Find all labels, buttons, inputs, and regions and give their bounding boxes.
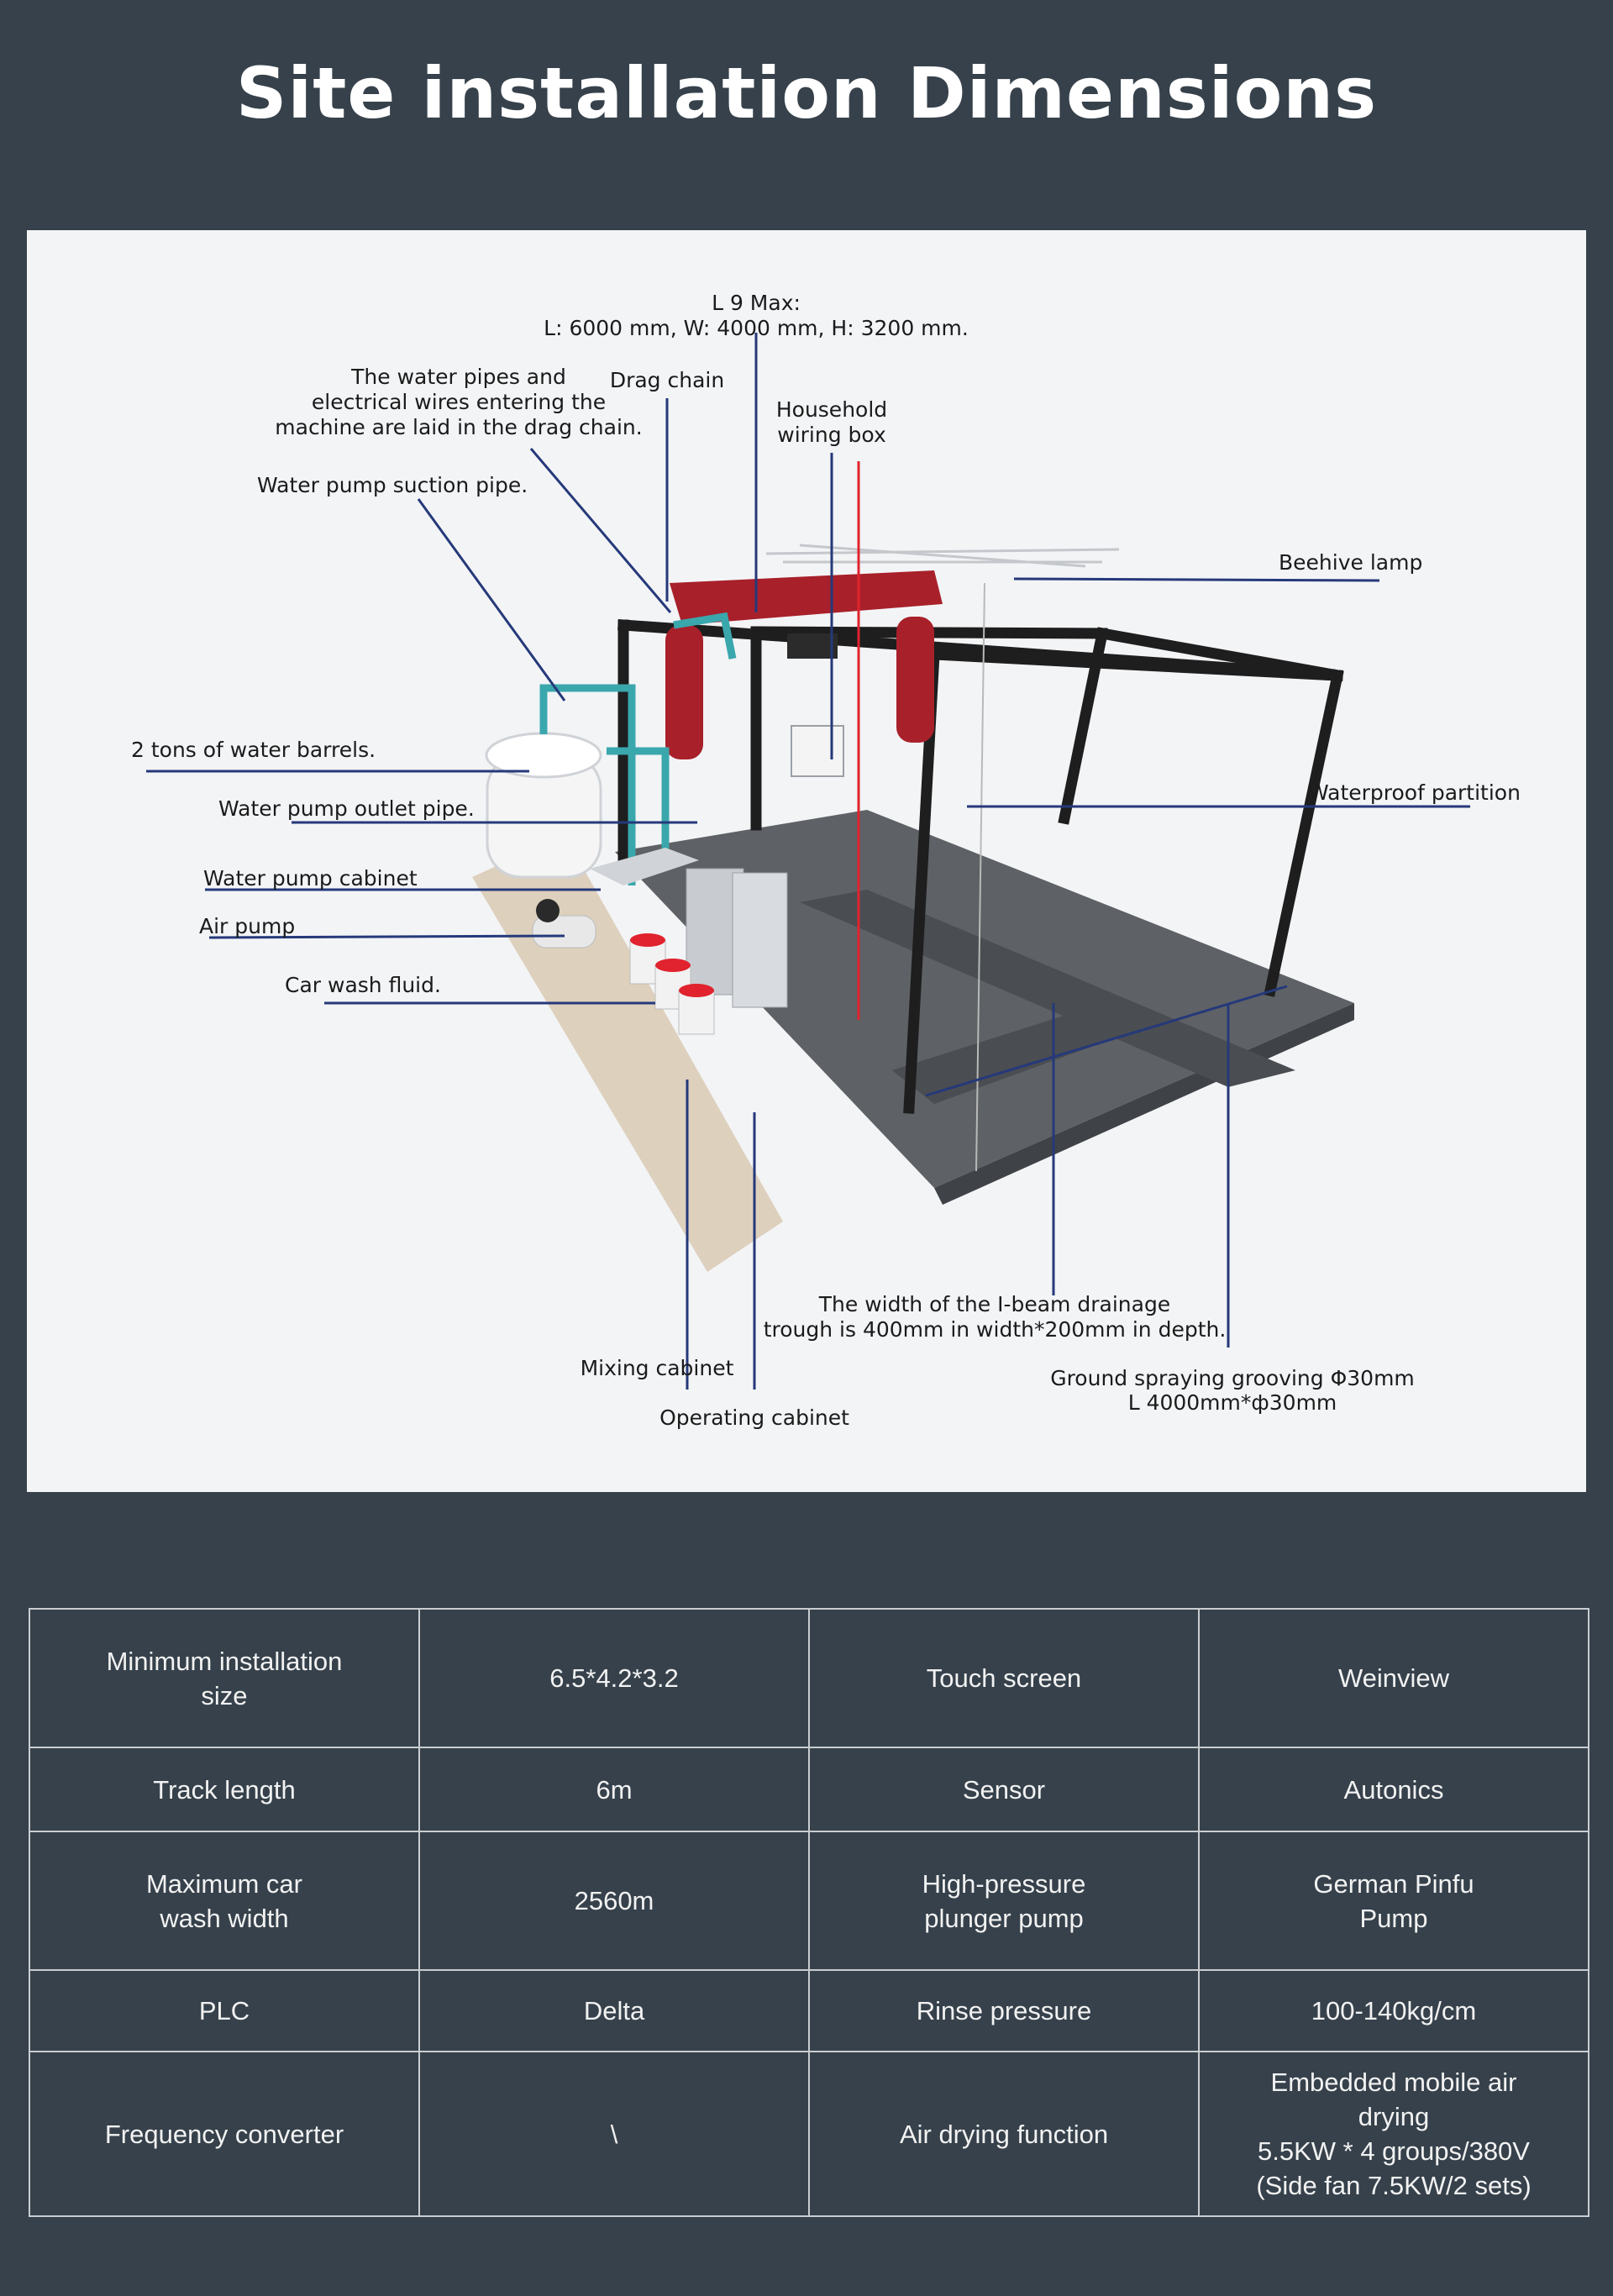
table-row: Maximum car wash width 2560m High-pressu… xyxy=(29,1831,1589,1970)
spec-cell: Sensor xyxy=(809,1747,1199,1831)
spec-cell: Embedded mobile air drying 5.5KW * 4 gro… xyxy=(1199,2052,1589,2216)
label-max-dims-2: L: 6000 mm, W: 4000 mm, H: 3200 mm. xyxy=(544,316,969,340)
water-barrel xyxy=(486,733,601,877)
label-outlet-pipe: Water pump outlet pipe. xyxy=(218,796,475,821)
beehive-lamp xyxy=(766,545,1119,566)
diagram-canvas: L 9 Max: L: 6000 mm, W: 4000 mm, H: 3200… xyxy=(27,230,1586,1492)
table-row: Frequency converter \ Air drying functio… xyxy=(29,2052,1589,2216)
label-household-1: Household xyxy=(776,397,887,422)
label-pump-cabinet: Water pump cabinet xyxy=(203,866,418,891)
installation-diagram: L 9 Max: L: 6000 mm, W: 4000 mm, H: 3200… xyxy=(27,230,1586,1492)
label-drag-chain: Drag chain xyxy=(610,368,724,392)
label-wash-fluid: Car wash fluid. xyxy=(285,973,441,997)
spec-cell: Touch screen xyxy=(809,1609,1199,1747)
label-household-2: wiring box xyxy=(777,423,885,447)
label-water-pipes-1: The water pipes and xyxy=(350,365,566,389)
page-title: Site installation Dimensions xyxy=(0,52,1613,134)
spec-cell: Frequency converter xyxy=(29,2052,419,2216)
spec-cell: 2560m xyxy=(419,1831,809,1970)
label-mixing-cabinet: Mixing cabinet xyxy=(581,1356,734,1380)
spec-cell: 6m xyxy=(419,1747,809,1831)
spec-cell: Maximum car wash width xyxy=(29,1831,419,1970)
spec-table: Minimum installation size 6.5*4.2*3.2 To… xyxy=(29,1608,1589,2217)
spec-cell: 6.5*4.2*3.2 xyxy=(419,1609,809,1747)
spec-cell: Rinse pressure xyxy=(809,1970,1199,2052)
spec-cell: Air drying function xyxy=(809,2052,1199,2216)
spec-cell: 100-140kg/cm xyxy=(1199,1970,1589,2052)
spec-cell: PLC xyxy=(29,1970,419,2052)
label-max-dims-1: L 9 Max: xyxy=(712,291,801,315)
spec-cell: \ xyxy=(419,2052,809,2216)
spec-cell: Minimum installation size xyxy=(29,1609,419,1747)
spec-cell: Autonics xyxy=(1199,1747,1589,1831)
spec-cell: German Pinfu Pump xyxy=(1199,1831,1589,1970)
spec-cell: High-pressure plunger pump xyxy=(809,1831,1199,1970)
label-waterproof-partition: Waterproof partition xyxy=(1308,780,1521,805)
label-ibeam-2: trough is 400mm in width*200mm in depth. xyxy=(764,1317,1227,1342)
label-water-pipes-2: electrical wires entering the xyxy=(312,390,606,414)
spec-cell: Weinview xyxy=(1199,1609,1589,1747)
label-water-barrels: 2 tons of water barrels. xyxy=(131,738,376,762)
label-air-pump: Air pump xyxy=(199,914,295,938)
label-beehive-lamp: Beehive lamp xyxy=(1279,550,1422,575)
label-ibeam-1: The width of the I-beam drainage xyxy=(818,1292,1170,1316)
label-grooving-2: L 4000mm*ф30mm xyxy=(1128,1390,1337,1415)
table-row: Track length 6m Sensor Autonics xyxy=(29,1747,1589,1831)
label-operating-cabinet: Operating cabinet xyxy=(659,1405,849,1430)
spec-cell: Delta xyxy=(419,1970,809,2052)
label-suction-pipe: Water pump suction pipe. xyxy=(257,473,528,497)
label-water-pipes-3: machine are laid in the drag chain. xyxy=(275,415,642,439)
table-row: Minimum installation size 6.5*4.2*3.2 To… xyxy=(29,1609,1589,1747)
table-row: PLC Delta Rinse pressure 100-140kg/cm xyxy=(29,1970,1589,2052)
wiring-box xyxy=(791,726,843,776)
label-grooving-1: Ground spraying grooving Φ30mm xyxy=(1050,1366,1415,1390)
spec-cell: Track length xyxy=(29,1747,419,1831)
